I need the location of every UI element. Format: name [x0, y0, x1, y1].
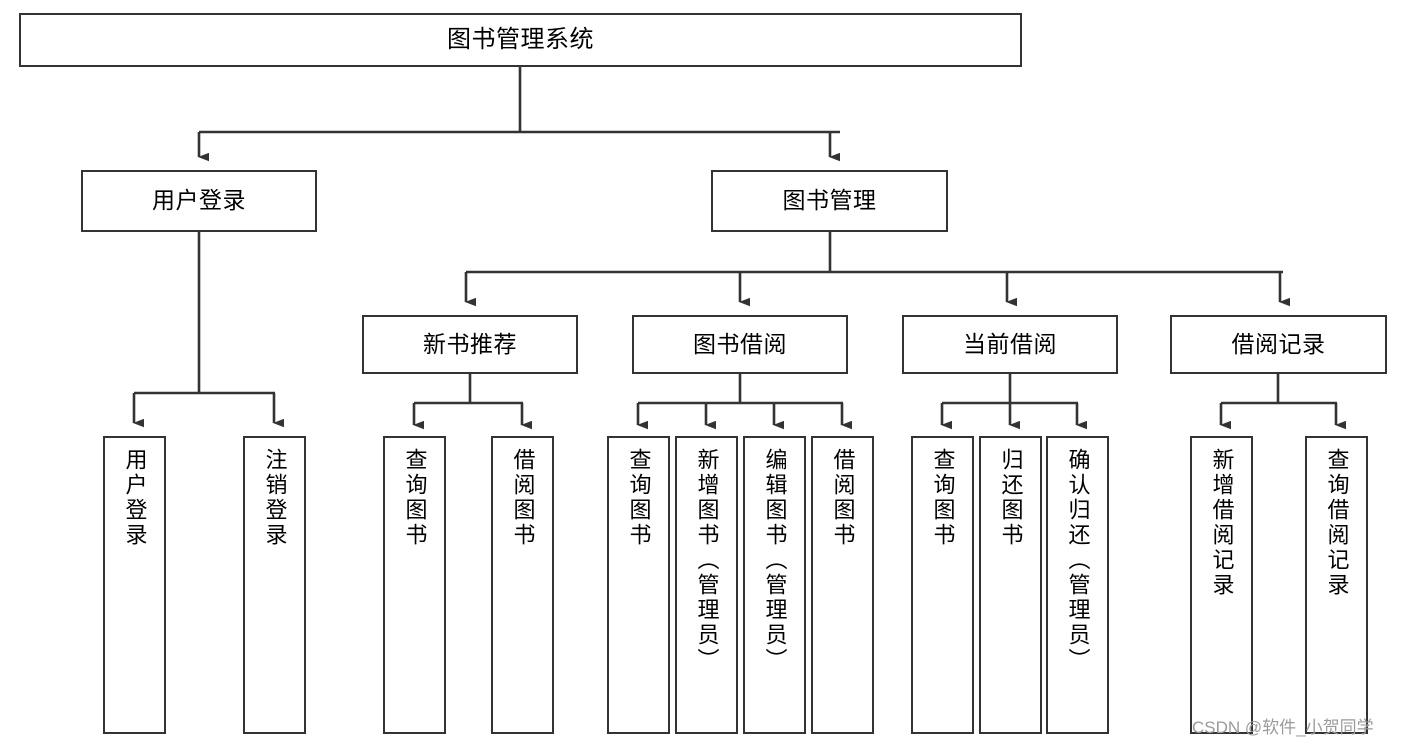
node-leaf-query-borrow-record-label: 查询借阅记录	[1324, 448, 1350, 598]
node-leaf-query-book-current[interactable]: 查询图书	[911, 436, 974, 734]
node-leaf-add-book[interactable]: 新增图书（管理员）	[675, 436, 738, 734]
node-leaf-add-borrow-record-label: 新增借阅记录	[1209, 448, 1235, 598]
node-root-system[interactable]: 图书管理系统	[19, 13, 1022, 67]
node-borrow-record[interactable]: 借阅记录	[1170, 315, 1387, 374]
node-leaf-add-borrow-record[interactable]: 新增借阅记录	[1190, 436, 1253, 734]
node-leaf-borrow-book-recommend-label: 借阅图书	[510, 448, 536, 548]
node-book-management-label: 图书管理	[782, 187, 877, 214]
node-current-borrow-label: 当前借阅	[963, 330, 1057, 357]
node-leaf-borrow-book-label: 借阅图书	[830, 448, 856, 548]
node-book-borrow[interactable]: 图书借阅	[632, 315, 848, 374]
node-leaf-add-book-label: 新增图书（管理员）	[694, 448, 720, 673]
node-leaf-return-book[interactable]: 归还图书	[979, 436, 1042, 734]
node-leaf-query-book-borrow-label: 查询图书	[626, 448, 652, 548]
node-leaf-query-book-borrow[interactable]: 查询图书	[607, 436, 670, 734]
node-user-login[interactable]: 用户登录	[81, 170, 317, 232]
node-leaf-user-login[interactable]: 用户登录	[103, 436, 166, 734]
node-leaf-user-logout-label: 注销登录	[262, 448, 288, 548]
node-leaf-query-book-recommend-label: 查询图书	[402, 448, 428, 548]
node-book-management[interactable]: 图书管理	[711, 170, 948, 232]
node-leaf-user-login-label: 用户登录	[122, 448, 148, 548]
node-leaf-query-borrow-record[interactable]: 查询借阅记录	[1305, 436, 1368, 734]
node-leaf-query-book-recommend[interactable]: 查询图书	[383, 436, 446, 734]
node-leaf-confirm-return-label: 确认归还（管理员）	[1065, 448, 1091, 673]
node-new-book-recommend[interactable]: 新书推荐	[362, 315, 578, 374]
node-root-system-label: 图书管理系统	[447, 25, 594, 53]
node-leaf-confirm-return[interactable]: 确认归还（管理员）	[1046, 436, 1109, 734]
node-leaf-user-logout[interactable]: 注销登录	[243, 436, 306, 734]
node-book-borrow-label: 图书借阅	[693, 330, 787, 357]
node-current-borrow[interactable]: 当前借阅	[902, 315, 1118, 374]
node-borrow-record-label: 借阅记录	[1231, 330, 1326, 357]
node-leaf-query-book-current-label: 查询图书	[930, 448, 956, 548]
node-new-book-recommend-label: 新书推荐	[423, 330, 517, 357]
node-leaf-borrow-book[interactable]: 借阅图书	[811, 436, 874, 734]
watermark-text: CSDN @软件_小贺同学	[1192, 718, 1374, 737]
node-leaf-edit-book-label: 编辑图书（管理员）	[762, 448, 788, 673]
node-leaf-borrow-book-recommend[interactable]: 借阅图书	[491, 436, 554, 734]
node-user-login-label: 用户登录	[152, 187, 246, 214]
node-leaf-return-book-label: 归还图书	[998, 448, 1024, 548]
node-leaf-edit-book[interactable]: 编辑图书（管理员）	[743, 436, 806, 734]
